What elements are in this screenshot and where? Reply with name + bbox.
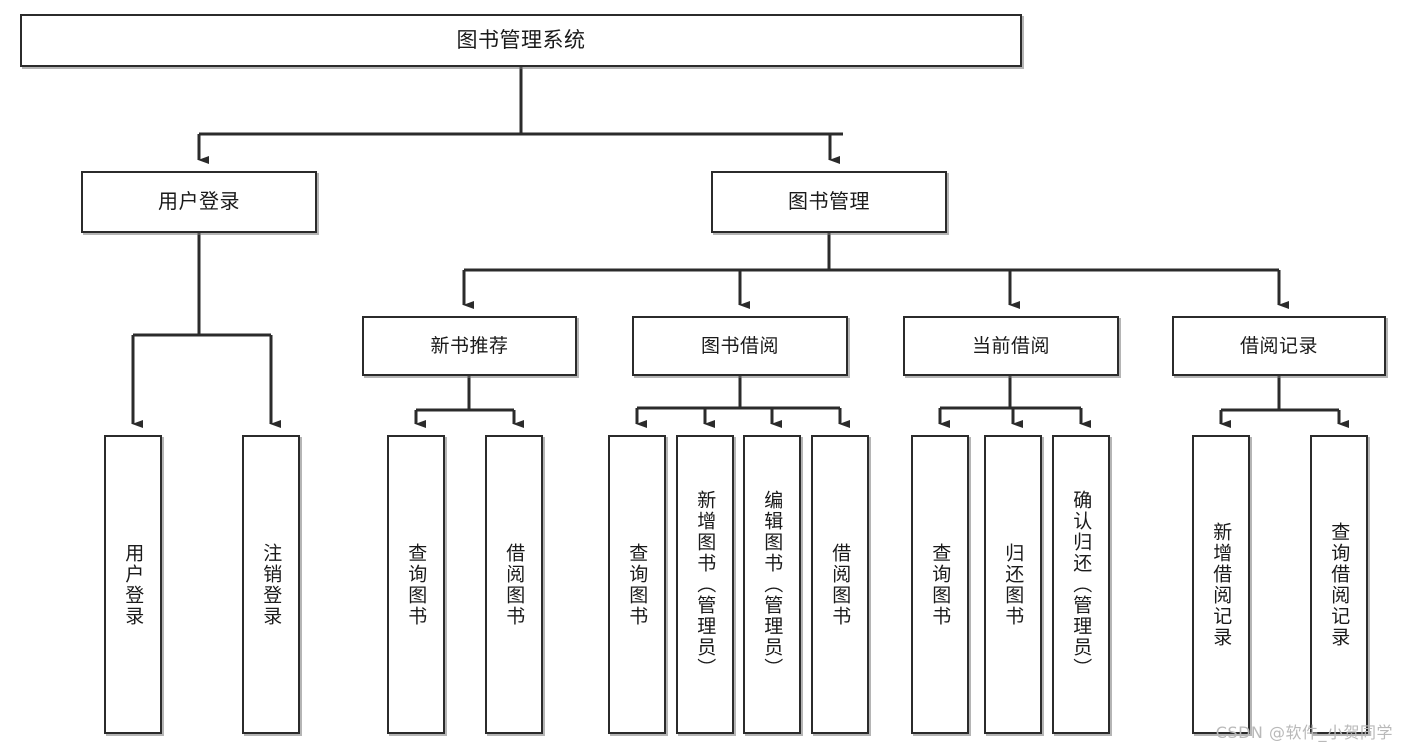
- node-label: 新书推荐: [430, 334, 509, 357]
- node-label: 归还图书: [1002, 542, 1025, 627]
- node-current-borrow[interactable]: 当前借阅: [903, 316, 1119, 376]
- node-new-book-recommend[interactable]: 新书推荐: [362, 316, 577, 376]
- node-leaf-query-book-1[interactable]: 查询图书: [387, 435, 445, 734]
- node-leaf-user-logout[interactable]: 注销登录: [242, 435, 300, 734]
- node-book-borrow[interactable]: 图书借阅: [632, 316, 848, 376]
- node-leaf-borrow-book-2[interactable]: 借阅图书: [811, 435, 869, 734]
- node-label: 编辑图书（管理员）: [761, 490, 784, 679]
- node-label: 用户登录: [122, 542, 145, 627]
- node-borrow-record[interactable]: 借阅记录: [1172, 316, 1386, 376]
- node-leaf-edit-book[interactable]: 编辑图书（管理员）: [743, 435, 801, 734]
- node-leaf-borrow-book-1[interactable]: 借阅图书: [485, 435, 543, 734]
- node-leaf-user-login[interactable]: 用户登录: [104, 435, 162, 734]
- node-label: 图书管理系统: [456, 28, 586, 53]
- node-leaf-query-book-3[interactable]: 查询图书: [911, 435, 969, 734]
- node-label: 用户登录: [158, 189, 240, 214]
- node-label: 当前借阅: [971, 334, 1050, 357]
- node-label: 查询图书: [929, 542, 952, 627]
- node-user-login[interactable]: 用户登录: [81, 171, 317, 233]
- node-label: 借阅记录: [1239, 334, 1318, 357]
- node-label: 新增图书（管理员）: [694, 490, 717, 679]
- node-label: 查询图书: [405, 542, 428, 627]
- node-label: 查询借阅记录: [1328, 521, 1351, 648]
- node-label: 确认归还（管理员）: [1070, 490, 1093, 679]
- node-label: 新增借阅记录: [1210, 521, 1233, 648]
- node-leaf-query-record[interactable]: 查询借阅记录: [1310, 435, 1368, 734]
- node-leaf-add-book[interactable]: 新增图书（管理员）: [676, 435, 734, 734]
- node-label: 借阅图书: [829, 542, 852, 627]
- node-label: 注销登录: [260, 542, 283, 627]
- node-leaf-confirm-return[interactable]: 确认归还（管理员）: [1052, 435, 1110, 734]
- node-book-management[interactable]: 图书管理: [711, 171, 947, 233]
- node-book-management-system[interactable]: 图书管理系统: [20, 14, 1022, 67]
- node-leaf-add-record[interactable]: 新增借阅记录: [1192, 435, 1250, 734]
- node-label: 查询图书: [626, 542, 649, 627]
- node-label: 借阅图书: [503, 542, 526, 627]
- node-leaf-query-book-2[interactable]: 查询图书: [608, 435, 666, 734]
- node-label: 图书管理: [788, 189, 870, 214]
- node-label: 图书借阅: [700, 334, 779, 357]
- node-leaf-return-book[interactable]: 归还图书: [984, 435, 1042, 734]
